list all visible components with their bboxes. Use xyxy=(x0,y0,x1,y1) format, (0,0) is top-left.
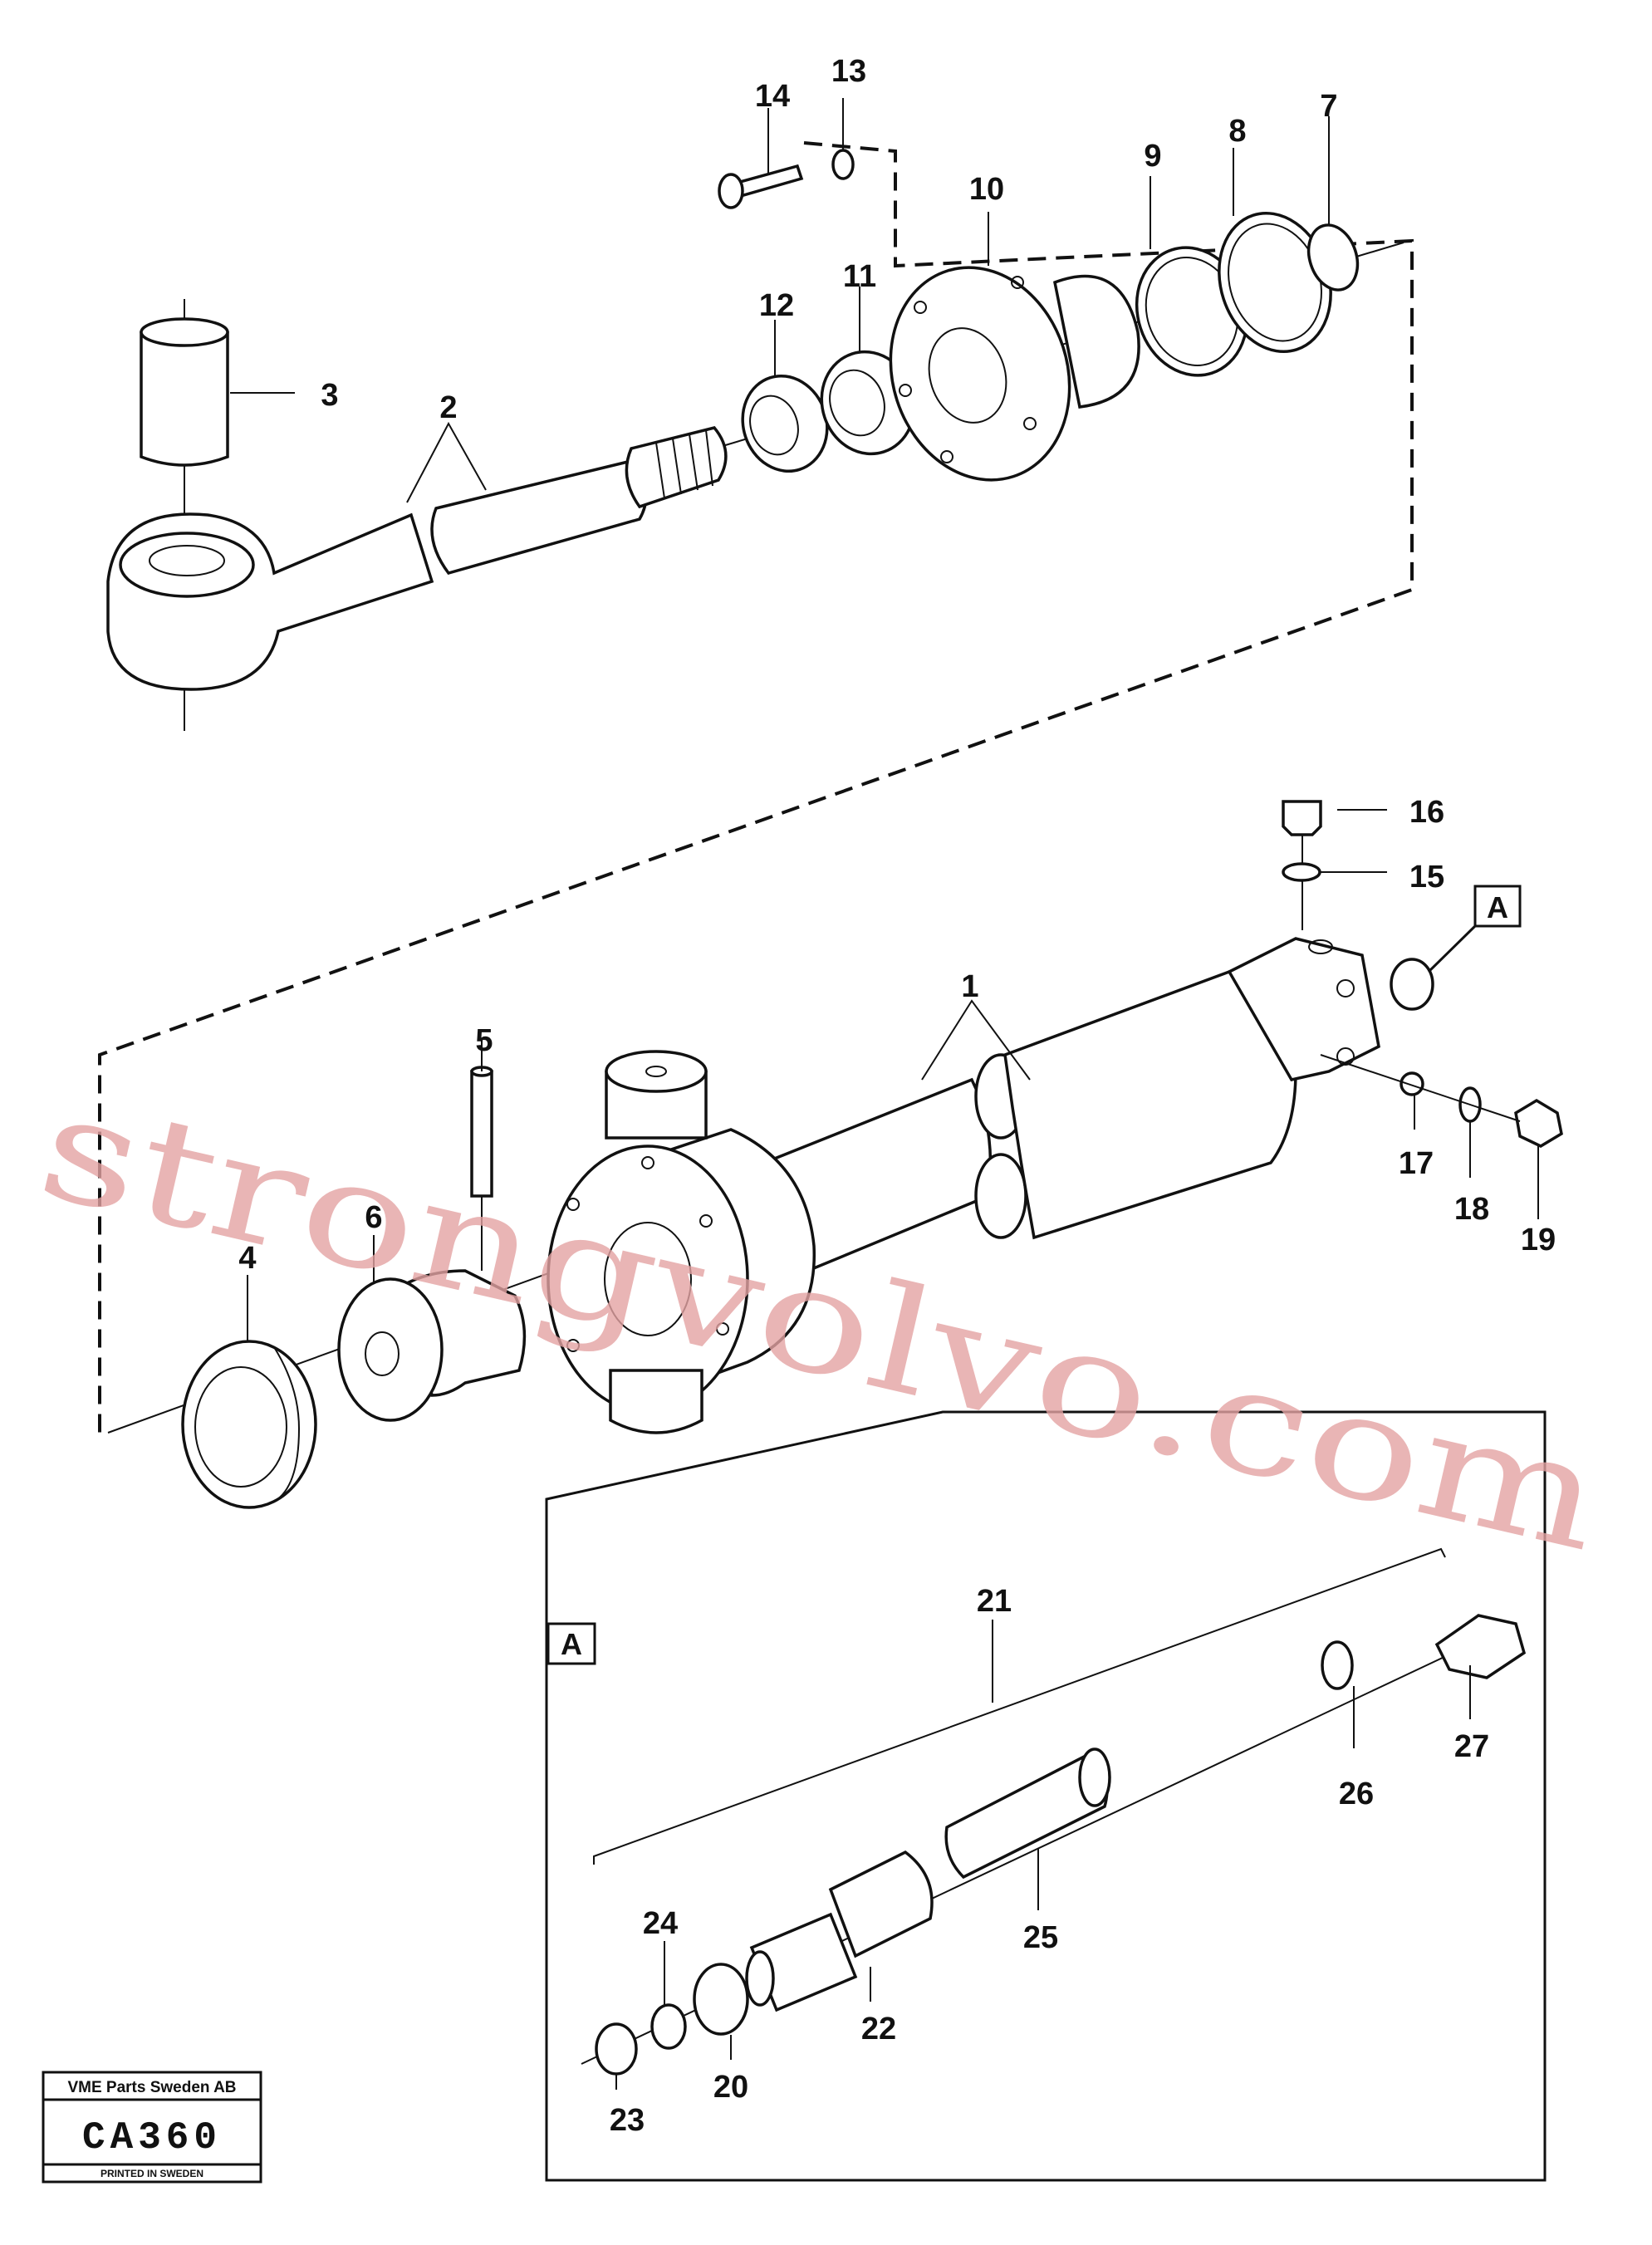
seal-part-4 xyxy=(181,1340,317,1509)
callout-20: 20 xyxy=(713,2070,748,2105)
callout-26: 26 xyxy=(1339,1777,1374,1811)
callout-17: 17 xyxy=(1399,1146,1434,1181)
screw-part-14 xyxy=(718,164,804,209)
callout-2: 2 xyxy=(439,390,457,425)
callout-23: 23 xyxy=(610,2103,645,2138)
piston-part-6 xyxy=(337,1269,527,1422)
stamp-printed: PRINTED IN SWEDEN xyxy=(100,2168,203,2179)
dashed-bracket-upper xyxy=(98,141,1414,1437)
bracket-part-21 xyxy=(593,1547,1446,1865)
callout-12: 12 xyxy=(759,288,794,323)
callout-1: 1 xyxy=(961,969,978,1004)
callout-3: 3 xyxy=(321,378,338,413)
callout-6: 6 xyxy=(365,1200,382,1235)
callout-labels: 14 13 10 9 8 7 12 11 3 2 16 15 1 5 6 4 1… xyxy=(238,54,1556,2138)
trunnion-block xyxy=(547,1050,816,1434)
callout-25: 25 xyxy=(1023,1920,1058,1955)
callout-18: 18 xyxy=(1454,1192,1489,1227)
callout-21: 21 xyxy=(977,1584,1012,1619)
callout-13: 13 xyxy=(831,54,866,89)
detail-marker-a: A xyxy=(1427,885,1522,973)
valve-part-22 xyxy=(745,1850,934,2012)
callout-8: 8 xyxy=(1228,114,1246,149)
callout-24: 24 xyxy=(643,1906,678,1941)
spring-part-25 xyxy=(944,1747,1111,1880)
leader-lines xyxy=(230,98,1539,2090)
seal-part-12 xyxy=(741,374,829,473)
callout-15: 15 xyxy=(1409,860,1444,895)
ball-part-17 xyxy=(1400,1071,1424,1096)
bushing-part-3 xyxy=(140,299,229,536)
ring-part-24 xyxy=(650,2003,687,2050)
ring-part-20 xyxy=(693,1963,749,2036)
washer-part-13 xyxy=(831,149,855,180)
parts-stamp: VME Parts Sweden AB CA360 PRINTED IN SWE… xyxy=(42,2071,262,2184)
washer-part-26 xyxy=(1321,1640,1354,1690)
cylinder-tube-part-1 xyxy=(720,937,1434,1298)
plug-part-27 xyxy=(1434,1614,1527,1679)
callout-9: 9 xyxy=(1144,139,1161,174)
bolt-part-16 xyxy=(1282,800,1322,930)
callout-22: 22 xyxy=(861,2012,896,2046)
washer-part-15 xyxy=(1282,862,1321,882)
cylinder-head-part-10 xyxy=(889,266,1140,482)
svg-text:A: A xyxy=(1487,890,1508,924)
callout-5: 5 xyxy=(475,1023,493,1058)
stamp-code: CA360 xyxy=(82,2116,222,2159)
callout-10: 10 xyxy=(969,172,1004,207)
ring-part-7 xyxy=(1306,223,1360,292)
callout-19: 19 xyxy=(1521,1223,1556,1257)
callout-11: 11 xyxy=(843,259,876,294)
callout-14: 14 xyxy=(755,79,790,114)
callout-4: 4 xyxy=(238,1241,256,1276)
stamp-company: VME Parts Sweden AB xyxy=(67,2079,236,2096)
plug-part-19 xyxy=(1320,1054,1563,1148)
pin-part-5 xyxy=(470,1047,493,1271)
svg-text:A: A xyxy=(561,1627,582,1661)
detail-box-a: A xyxy=(545,1410,1547,2182)
callout-16: 16 xyxy=(1409,795,1444,830)
callout-27: 27 xyxy=(1454,1729,1489,1764)
callout-7: 7 xyxy=(1320,89,1337,124)
piston-rod-part-2 xyxy=(106,426,728,731)
ring-part-23 xyxy=(595,2022,638,2076)
